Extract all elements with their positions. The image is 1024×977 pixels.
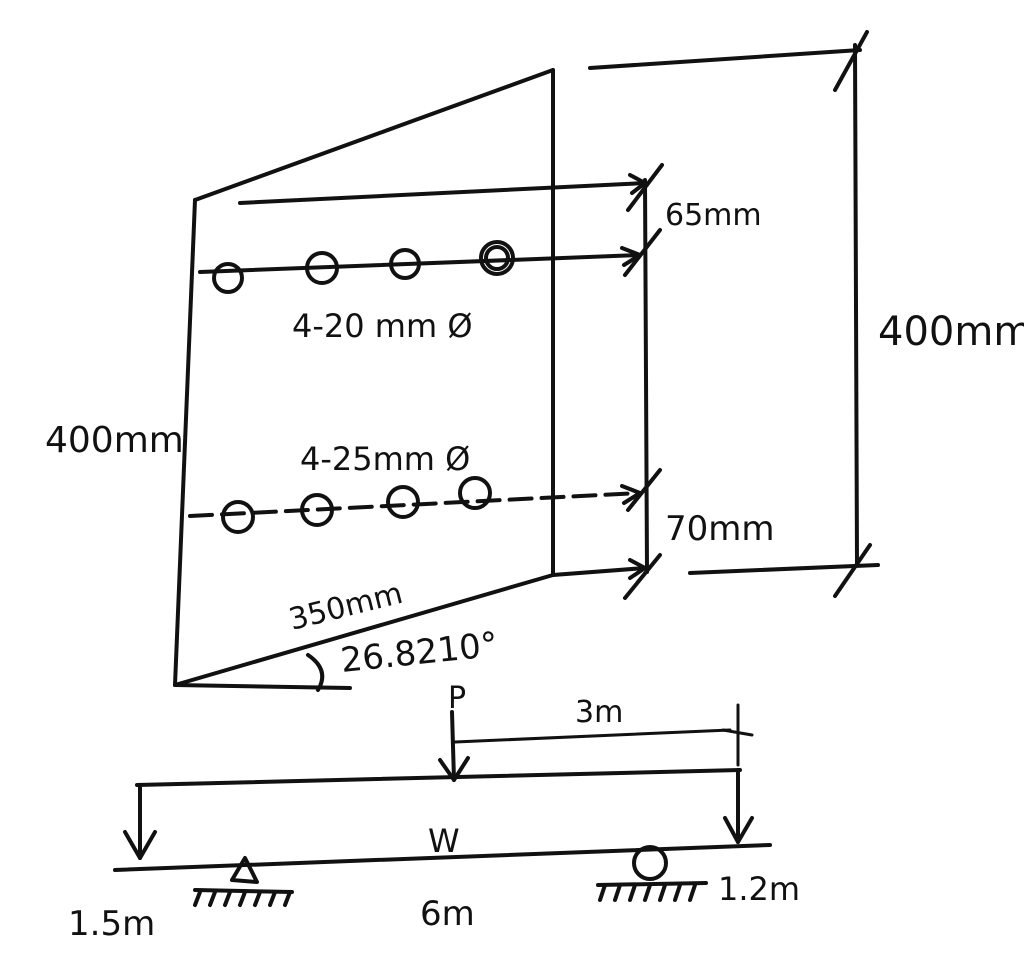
height-dimension-line	[588, 30, 880, 598]
span-label: 6m	[420, 894, 475, 934]
top-bars-label: 4-20 mm Ø	[292, 307, 473, 345]
roller-support	[596, 845, 708, 902]
bottom-bar-1	[221, 500, 255, 534]
right-height-label: 400mm	[878, 309, 1024, 355]
right-overhang-label: 1.2m	[718, 870, 800, 908]
top-bar-2	[305, 251, 339, 285]
left-height-label: 400mm	[45, 420, 184, 461]
bottom-bar-3	[386, 485, 420, 519]
point-load	[438, 710, 470, 782]
point-load-distance-label: 3m	[575, 695, 623, 730]
bottom-right-line	[551, 558, 647, 580]
bottom-dimension-label: 70mm	[665, 509, 775, 549]
pin-support	[193, 856, 294, 907]
distributed-load	[123, 768, 754, 860]
top-reference-line	[238, 173, 647, 205]
angle-label: 26.8210°	[339, 625, 500, 681]
section-outline	[173, 68, 555, 690]
width-label: 350mm	[285, 576, 406, 638]
top-bar-4	[479, 240, 515, 276]
right-dimension-line	[623, 163, 664, 600]
top-bar-3	[389, 248, 421, 280]
bottom-bar-2	[300, 493, 334, 527]
angle-arc	[306, 653, 325, 692]
bottom-bars-label: 4-25mm Ø	[300, 440, 470, 478]
distributed-load-label: W	[428, 822, 460, 860]
top-dimension-label: 65mm	[665, 198, 762, 233]
bottom-bar-4	[458, 476, 492, 510]
left-overhang-label: 1.5m	[68, 904, 155, 944]
top-bar-row	[198, 240, 642, 294]
top-bar-1	[212, 262, 244, 294]
point-load-label: P	[448, 681, 466, 716]
point-load-distance	[453, 703, 754, 767]
bottom-bar-row	[188, 476, 642, 534]
